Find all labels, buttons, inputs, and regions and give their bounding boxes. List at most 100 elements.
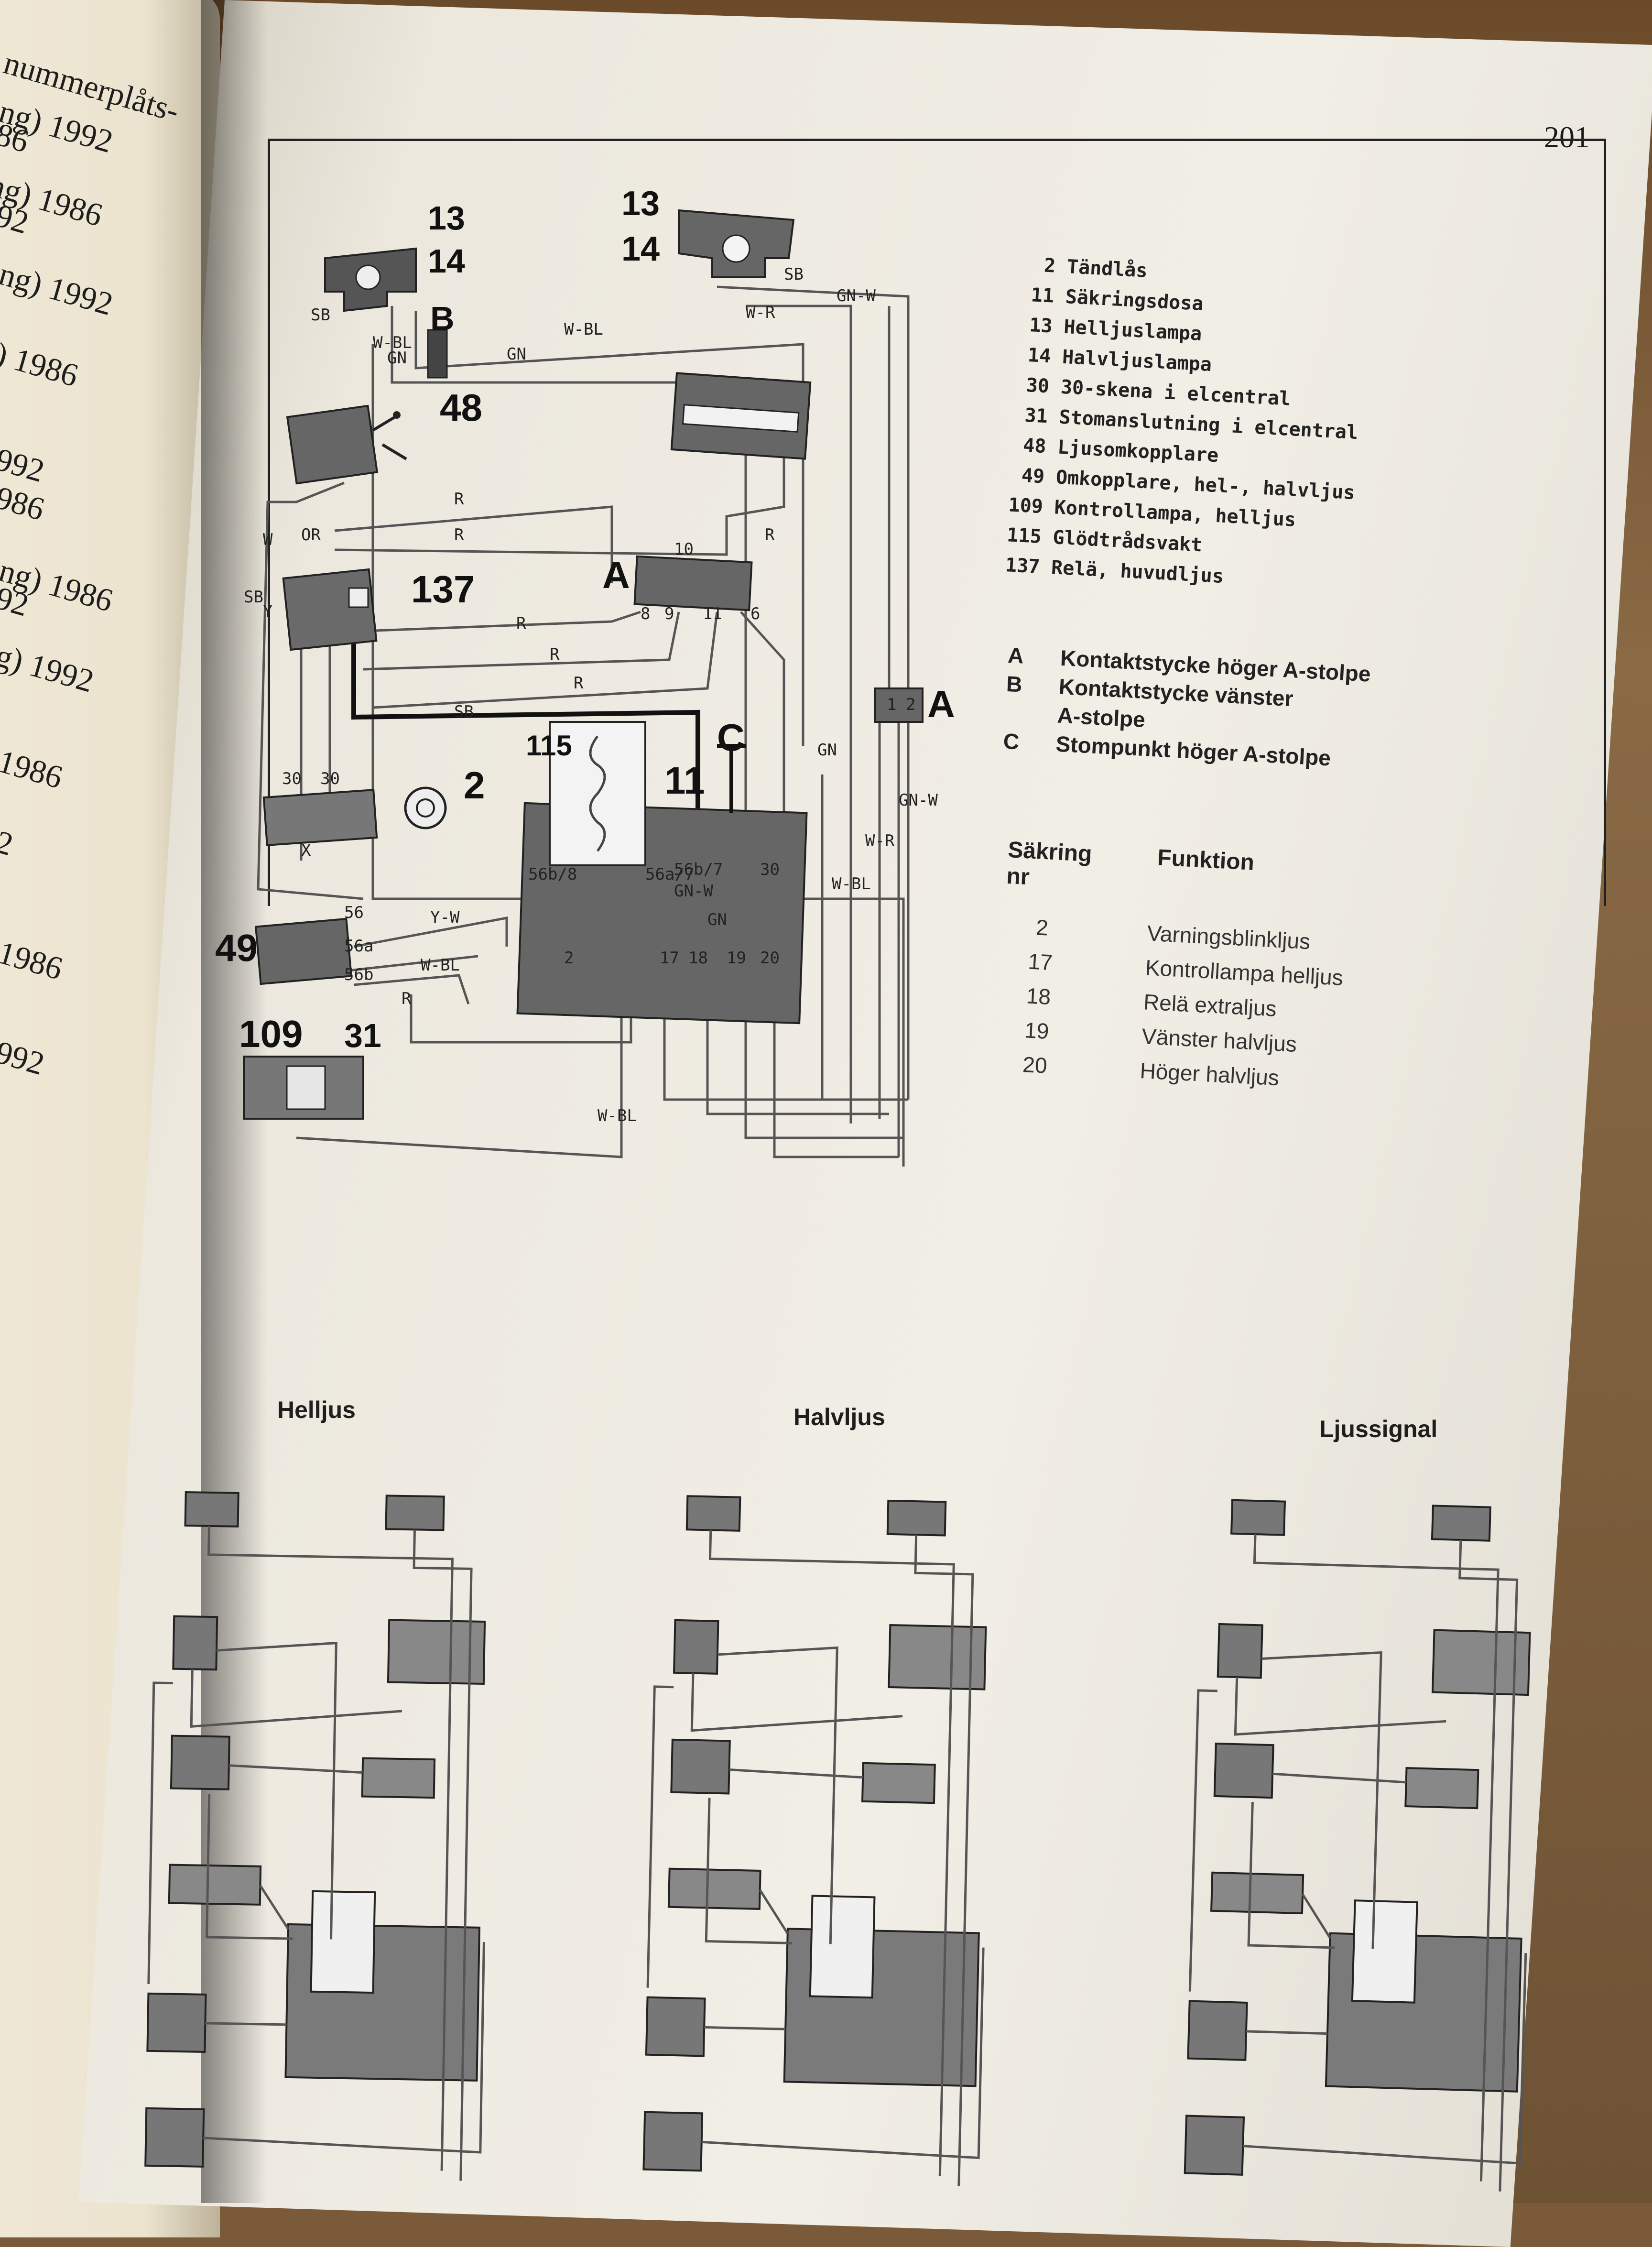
legend-number: 30 — [1025, 374, 1050, 398]
wire-label: Y-W — [430, 908, 460, 927]
wire-label: R — [516, 614, 526, 633]
mini-wire — [646, 1685, 674, 1988]
mini-component — [673, 1619, 719, 1675]
component-13-14-left — [324, 247, 417, 312]
wire-label: R — [402, 989, 412, 1008]
wire-label: 56a/7 — [645, 865, 694, 884]
legend-number: 2 — [1043, 254, 1056, 277]
wire-label: 2 — [564, 949, 574, 968]
mini-component — [184, 1491, 239, 1527]
mini-component — [642, 2111, 704, 2172]
mini-wire — [1247, 1802, 1335, 1949]
mini-wire — [216, 1641, 337, 1940]
mini-wire — [690, 1673, 903, 1732]
legend-number: 137 — [1004, 554, 1041, 578]
mini-component — [1351, 1899, 1418, 2004]
legend-number: 115 — [1006, 524, 1042, 548]
legend-text: Halvljuslampa — [1062, 346, 1213, 376]
mini-component — [685, 1495, 741, 1532]
mini-component — [1184, 2115, 1245, 2176]
wire-label: R — [574, 674, 584, 693]
mini-component — [361, 1757, 436, 1799]
connector-key — [1004, 720, 1057, 723]
wire-label: W-BL — [598, 1106, 637, 1125]
label-49: 49 — [215, 927, 258, 969]
wire-label: GN-W — [837, 286, 876, 305]
legend-text: Tändlås — [1066, 256, 1148, 282]
mini-component — [1230, 1499, 1286, 1536]
mini-wire — [705, 1798, 793, 1945]
connector-key: A — [1007, 642, 1024, 668]
mini-wire — [228, 1764, 363, 1774]
mini-component — [645, 1996, 706, 2057]
mini-wire — [1234, 1677, 1446, 1736]
mini-wire — [1253, 1534, 1500, 2182]
mini-component — [1404, 1767, 1479, 1810]
legend-number: 14 — [1027, 344, 1052, 368]
fuse-number: 2 — [1035, 915, 1049, 940]
label-c: C — [717, 716, 745, 759]
connector-text: A-stolpe — [1056, 702, 1146, 732]
mini-component — [1210, 1871, 1304, 1915]
mini-wire — [1272, 1772, 1406, 1784]
mini-wire — [759, 1889, 789, 1934]
wire-label: X — [301, 841, 311, 860]
wire-label: R — [454, 525, 464, 545]
label-a: A — [602, 554, 630, 596]
wire-label: 2 — [906, 695, 915, 714]
wire-label: W — [263, 530, 273, 549]
wire-label: 17 — [660, 949, 679, 968]
mini-component — [1217, 1623, 1263, 1679]
label-a-right: A — [927, 683, 955, 725]
legend-text: Säkringsdosa — [1065, 285, 1204, 315]
mini-wire — [1188, 1689, 1217, 1992]
wire-label: 19 — [727, 949, 746, 968]
wire-label: 30 — [282, 769, 302, 788]
wire-label: 9 — [664, 604, 674, 623]
wire-label: W-BL — [832, 874, 871, 894]
sb-heavy-wire — [351, 636, 700, 813]
wire-label: W-R — [865, 831, 895, 851]
wire-label: 11 — [703, 604, 722, 623]
wire-label: 56a — [344, 937, 373, 956]
label-11: 11 — [664, 759, 705, 802]
legend-number: 31 — [1024, 404, 1048, 428]
wire-label: SB — [454, 702, 474, 721]
component-109-indicator — [243, 1056, 364, 1120]
legend-number: 11 — [1030, 284, 1055, 307]
fuse-function: Kontrollampa helljus — [1144, 955, 1344, 990]
component-13-14-right — [678, 209, 795, 278]
mini-component — [170, 1734, 230, 1790]
legend-number: 109 — [1008, 494, 1044, 518]
mini-component — [1187, 2000, 1248, 2061]
mini-component — [146, 1992, 207, 2053]
fuse-function: Relä extraljus — [1142, 989, 1277, 1021]
wire-label: 18 — [688, 949, 708, 968]
mini-diagram-1 — [144, 1491, 486, 2181]
mini-wire — [1246, 2030, 1328, 2035]
legend-text: Relä, huvudljus — [1051, 556, 1225, 588]
wire-label: 56b/8 — [528, 865, 577, 884]
component-49-dip-switch — [254, 917, 353, 985]
diagram-frame — [268, 139, 1606, 906]
wire-label: GN-W — [674, 882, 713, 901]
mini-wire — [914, 1535, 974, 2186]
component-labels: 13 14 13 14 B 48 137 A A C 115 11 2 49 1… — [215, 185, 955, 1055]
wire-label: W-BL — [564, 320, 603, 339]
connector-a-right — [874, 687, 924, 723]
wire-label: 10 — [674, 540, 694, 559]
label-109: 109 — [239, 1013, 303, 1055]
wire-label: GN — [707, 910, 727, 929]
component-30-busbar — [670, 372, 812, 460]
mini-wire — [701, 1947, 985, 2160]
label-137: 137 — [411, 568, 475, 611]
wire-label: GN-W — [899, 791, 938, 810]
fuse-number: 17 — [1027, 949, 1054, 975]
mini-wire — [203, 1942, 485, 2154]
mini-wire — [1458, 1539, 1519, 2192]
mini-wire — [704, 2026, 786, 2030]
